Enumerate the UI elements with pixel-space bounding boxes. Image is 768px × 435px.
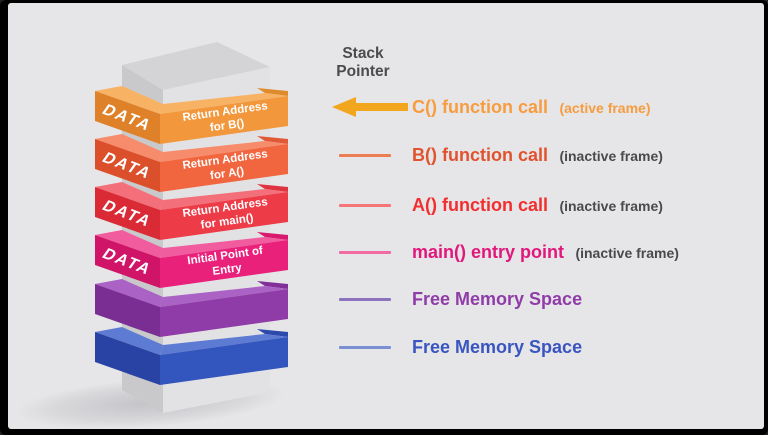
svg-text:Entry: Entry xyxy=(212,262,243,278)
legend-label: Free Memory Space xyxy=(412,289,583,309)
legend-suffix: (inactive frame) xyxy=(559,198,663,214)
frame-entry-back-notch xyxy=(257,232,288,240)
legend-line-a xyxy=(339,204,391,207)
frame-free-purple-back-notch xyxy=(257,281,288,289)
diagram-background: DATA Return Address for B() DATA Return … xyxy=(8,3,764,429)
frame-main-left-face xyxy=(95,187,160,240)
frame-c-top-left xyxy=(95,86,163,114)
frame-main-back-notch xyxy=(257,184,288,192)
stack-pointer-arrow-icon xyxy=(332,97,408,117)
frame-c-left-face xyxy=(95,91,160,144)
frame-free-purple-left-face xyxy=(95,284,160,337)
legend-row-main: main() entry point (inactive frame) xyxy=(328,238,764,266)
legend-line-free-blue xyxy=(339,346,391,349)
frame-free-blue-back-notch xyxy=(257,329,288,337)
frame-main-top-right xyxy=(160,189,288,210)
legend-row-c: C() function call (active frame) xyxy=(328,93,764,121)
call-stack-tower: DATA Return Address for B() DATA Return … xyxy=(15,42,288,429)
legend-text-free-blue: Free Memory Space xyxy=(412,333,582,363)
stack-pointer-label: Stack Pointer xyxy=(336,45,390,80)
frame-entry-left-face xyxy=(95,235,160,288)
legend-text-main: main() entry point (inactive frame) xyxy=(412,238,679,268)
legend-text-a: A() function call (inactive frame) xyxy=(412,191,663,221)
frame-free-blue-top-left xyxy=(95,327,163,355)
frame-b-top-right xyxy=(160,141,288,162)
frame-c-right-face xyxy=(160,96,288,144)
legend-suffix: (inactive frame) xyxy=(575,245,679,261)
svg-text:for A(): for A() xyxy=(209,166,245,183)
stack-frame-free-purple xyxy=(95,279,288,337)
legend-label: B() function call xyxy=(412,145,548,165)
legend-text-c: C() function call (active frame) xyxy=(412,93,651,123)
frame-free-blue-top-right xyxy=(160,334,288,355)
frame-b-top-left xyxy=(95,134,163,162)
column-top-face xyxy=(122,42,270,90)
legend-label: C() function call xyxy=(412,97,548,117)
stack-frame-b: DATA Return Address for A() xyxy=(95,134,288,192)
legend-suffix: (active frame) xyxy=(559,100,651,116)
legend-text-free-purple: Free Memory Space xyxy=(412,285,582,315)
legend-label: Free Memory Space xyxy=(412,337,583,357)
frame-c-back-notch xyxy=(257,88,288,96)
legend-row-free-purple: Free Memory Space xyxy=(328,285,764,313)
legend-text-b: B() function call (inactive frame) xyxy=(412,141,663,171)
frame-b-left-face xyxy=(95,139,160,192)
legend-label: main() entry point xyxy=(412,242,564,262)
legend-line-b xyxy=(339,154,391,157)
stack-frame-free-blue xyxy=(95,327,288,385)
legend-row-a: A() function call (inactive frame) xyxy=(328,191,764,219)
legend-label: A() function call xyxy=(412,195,548,215)
frame-free-purple-top-right xyxy=(160,286,288,307)
frame-entry-top-left xyxy=(95,230,163,258)
stack-frame-main: DATA Return Address for main() xyxy=(95,182,288,240)
legend-suffix: (inactive frame) xyxy=(559,148,663,164)
stack-frame-c: DATA Return Address for B() xyxy=(95,86,288,144)
frame-b-back-notch xyxy=(257,136,288,144)
legend-line-free-purple xyxy=(339,298,391,301)
frame-main-right-face xyxy=(160,192,288,240)
legend-row-free-blue: Free Memory Space xyxy=(328,333,764,361)
frame-free-purple-top-left xyxy=(95,279,163,307)
frame-free-purple-right-face xyxy=(160,289,288,337)
legend-row-b: B() function call (inactive frame) xyxy=(328,141,764,169)
frame-b-right-face xyxy=(160,144,288,192)
frame-main-top-left xyxy=(95,182,163,210)
frame-entry-right-face xyxy=(160,240,288,288)
svg-text:for B(): for B() xyxy=(209,118,245,135)
frame-free-blue-left-face xyxy=(95,332,160,385)
frame-c-top-right xyxy=(160,93,288,114)
legend-line-main xyxy=(339,251,391,254)
frame-free-blue-right-face xyxy=(160,337,288,385)
frame-entry-top-right xyxy=(160,237,288,258)
